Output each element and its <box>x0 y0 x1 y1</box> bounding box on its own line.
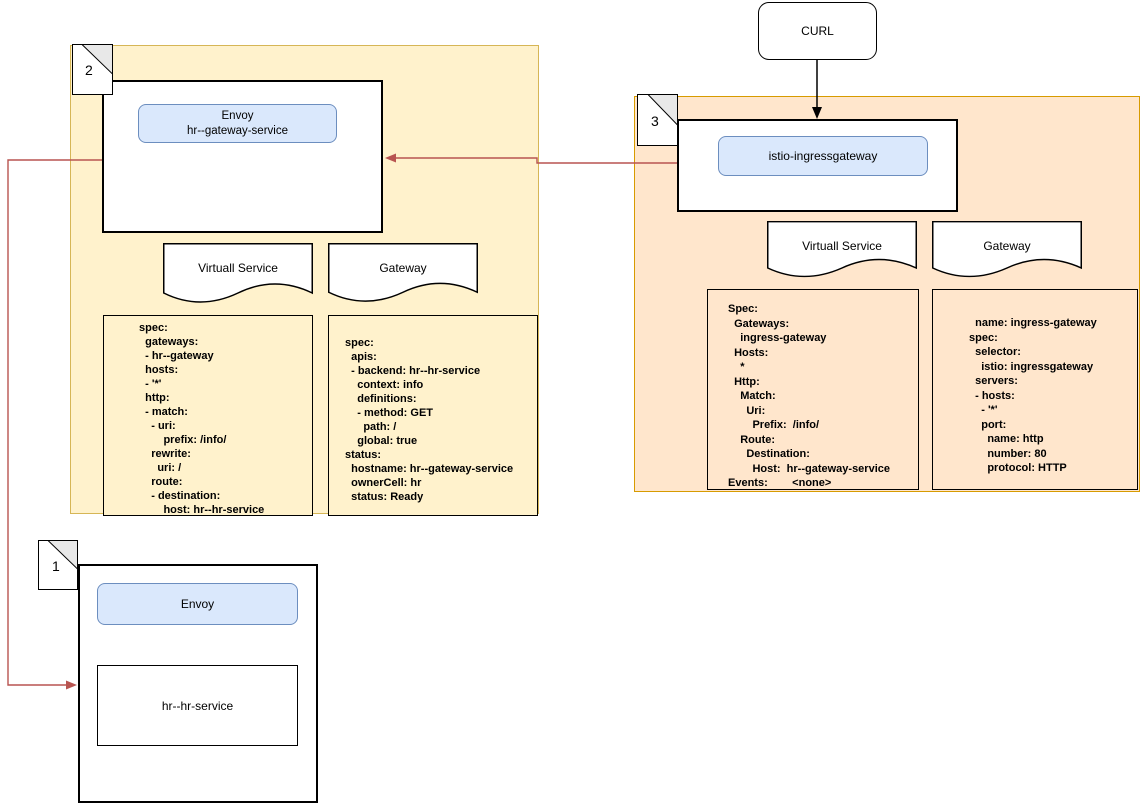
curl-node-label: CURL <box>801 24 834 38</box>
virtual-service-doc-label: Virtuall Service <box>198 261 278 275</box>
envoy-gateway-label-line2: hr--gateway-service <box>187 124 288 137</box>
hr-envoy-label: Envoy <box>180 596 215 611</box>
istio-virtual-service-spec: Spec: Gateways: ingress-gateway Hosts: *… <box>707 289 919 490</box>
folded-corner-icon <box>646 94 678 127</box>
note-badge-3: 3 <box>637 94 678 146</box>
cell-gateway-document: Gateway <box>328 243 478 308</box>
istio-gateway-document: Gateway <box>932 221 1082 283</box>
document-shape <box>932 221 1082 278</box>
document-shape <box>163 243 313 303</box>
gateway-doc-label: Gateway <box>983 239 1031 253</box>
note-badge-1: 1 <box>38 540 78 590</box>
hr-hr-service-node: hr--hr-service <box>97 665 298 746</box>
gateway-doc-label: Gateway <box>379 261 427 275</box>
envoy-gateway-node: Envoy hr--gateway-service <box>138 104 337 143</box>
cell-virtual-service-spec: spec: gateways: - hr--gateway hosts: - '… <box>103 315 313 516</box>
note-badge-number: 1 <box>52 558 60 574</box>
cell-gateway-spec: spec: apis: - backend: hr--hr-service co… <box>328 315 538 516</box>
envoy-gateway-label: Envoy hr--gateway-service <box>187 109 288 138</box>
document-shape <box>767 221 917 278</box>
hr-envoy-node: Envoy <box>97 583 298 625</box>
note-badge-number: 2 <box>85 62 93 78</box>
note-badge-number: 3 <box>651 113 659 129</box>
envoy-gateway-label-line1: Envoy <box>221 110 254 123</box>
arrowhead-right-icon <box>66 680 77 690</box>
istio-ingressgateway-label: istio-ingressgateway <box>768 148 878 163</box>
istio-virtual-service-document: Virtuall Service <box>767 221 917 283</box>
document-shape <box>328 243 478 302</box>
virtual-service-doc-label: Virtuall Service <box>802 239 882 253</box>
envoy-gateway-container <box>102 80 383 233</box>
istio-gateway-spec: name: ingress-gateway spec: selector: is… <box>932 289 1138 490</box>
istio-ingressgateway-node: istio-ingressgateway <box>718 136 928 176</box>
curl-node: CURL <box>758 2 877 60</box>
cell-virtual-service-document: Virtuall Service <box>163 243 313 309</box>
folded-corner-icon <box>80 44 113 76</box>
hr-hr-service-label: hr--hr-service <box>161 698 234 713</box>
note-badge-2: 2 <box>72 44 113 95</box>
